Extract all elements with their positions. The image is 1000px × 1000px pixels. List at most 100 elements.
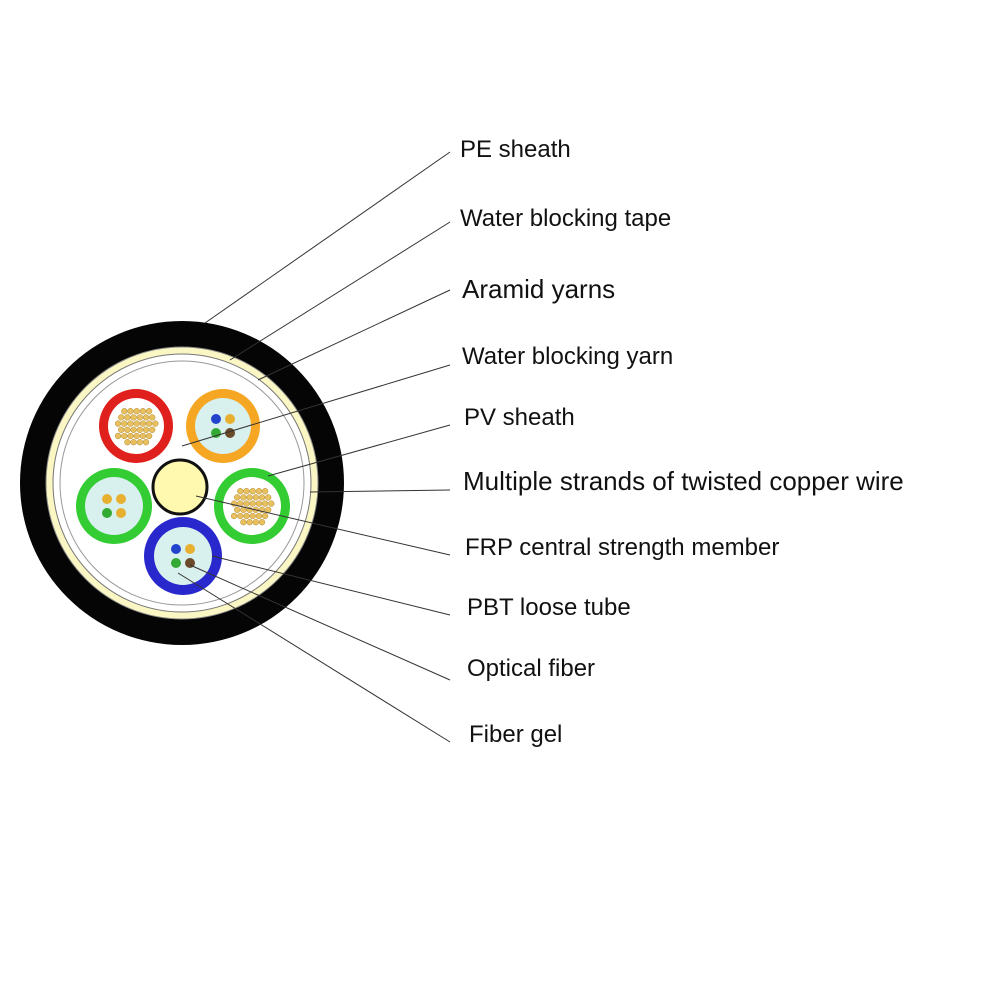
fiber-dot <box>116 494 126 504</box>
copper-strands <box>230 488 275 526</box>
copper-strand <box>142 414 150 421</box>
copper-strand <box>133 432 140 440</box>
leader-line-pbt-loose-tube <box>211 555 451 616</box>
copper-strand <box>243 512 250 520</box>
copper-strand <box>252 519 259 526</box>
fiber-dot <box>116 508 126 518</box>
leader-line-pv-sheath <box>267 424 451 477</box>
copper-strand <box>249 512 256 520</box>
leader-lines <box>177 151 451 743</box>
fiber-dot <box>102 494 112 504</box>
leader-line-fiber-gel <box>177 572 451 743</box>
copper-strand <box>234 506 241 513</box>
fiber-dot <box>102 508 112 518</box>
label-optical-fiber: Optical fiber <box>467 655 595 682</box>
leader-line-pe-sheath <box>204 151 451 324</box>
copper-strand <box>243 500 250 507</box>
copper-strand <box>268 500 275 507</box>
copper-strand <box>136 414 143 421</box>
fiber-dot <box>211 428 221 438</box>
label-frp-member: FRP central strength member <box>465 534 779 561</box>
fiber-dot <box>211 414 221 424</box>
copper-strand <box>240 519 247 526</box>
copper-strand <box>127 432 134 440</box>
label-water-blocking-tape: Water blocking tape <box>460 205 671 232</box>
copper-strand <box>124 414 131 421</box>
copper-strand <box>133 420 140 427</box>
copper-strand <box>118 414 125 421</box>
copper-strand <box>121 408 128 415</box>
labels: PE sheath Water blocking tape Aramid yar… <box>460 136 904 748</box>
copper-strand <box>237 488 244 495</box>
copper-strand <box>265 494 272 501</box>
copper-strand <box>255 500 263 507</box>
copper-strand <box>139 408 147 415</box>
label-water-blocking-yarn: Water blocking yarn <box>462 343 673 370</box>
label-fiber-gel: Fiber gel <box>469 721 562 748</box>
copper-strand <box>145 432 153 440</box>
copper-strand <box>261 500 269 507</box>
copper-strand <box>255 512 263 520</box>
fiber-dot <box>185 558 195 568</box>
frp-central-member <box>151 458 209 516</box>
copper-strand <box>118 426 125 433</box>
copper-strand <box>121 420 128 427</box>
copper-strand <box>261 488 269 495</box>
copper-strand <box>136 439 143 446</box>
copper-strand <box>133 408 140 415</box>
copper-strand <box>124 439 131 446</box>
copper-strand <box>258 494 266 501</box>
fiber-dot <box>185 544 195 554</box>
copper-strand <box>240 494 247 501</box>
copper-strand <box>130 439 137 446</box>
copper-strand <box>139 420 147 427</box>
copper-strand <box>258 519 266 526</box>
label-aramid-yarns: Aramid yarns <box>462 274 615 304</box>
leader-line-copper-wire <box>309 489 451 493</box>
fiber-dot <box>225 414 235 424</box>
copper-strand <box>249 500 256 507</box>
copper-strand <box>145 420 153 427</box>
copper-strand <box>246 494 253 501</box>
copper-strand <box>149 426 156 433</box>
fiber-tube-orange <box>186 389 260 463</box>
leader-line-water-blocking-yarn <box>181 364 451 447</box>
copper-strand <box>127 408 134 415</box>
leader-line-optical-fiber <box>189 564 451 681</box>
copper-strand <box>142 426 150 433</box>
copper-strand <box>142 439 150 446</box>
copper-strand <box>127 420 134 427</box>
copper-strands <box>114 408 159 446</box>
fiber-tube-blue <box>144 517 222 595</box>
copper-strand <box>243 488 250 495</box>
copper-tube-green-right <box>214 468 290 544</box>
copper-strand <box>130 426 137 433</box>
label-copper-wire: Multiple strands of twisted copper wire <box>463 466 904 496</box>
leader-line-frp-member <box>195 495 451 556</box>
fiber-dot <box>171 558 181 568</box>
copper-strand <box>139 432 147 440</box>
copper-tube-red <box>99 389 173 463</box>
copper-strand <box>124 426 131 433</box>
copper-strand <box>255 488 263 495</box>
label-pe-sheath: PE sheath <box>460 136 571 163</box>
copper-strand <box>246 519 253 526</box>
leader-line-water-blocking-tape <box>229 221 451 361</box>
fiber-tube-green-left <box>76 468 152 544</box>
cable-cross-section <box>20 321 344 645</box>
copper-strand <box>234 494 241 501</box>
copper-strand <box>230 512 238 520</box>
copper-strand <box>237 512 244 520</box>
copper-strand <box>149 414 156 421</box>
copper-strand <box>249 488 256 495</box>
copper-strand <box>145 408 153 415</box>
copper-strand <box>121 432 128 440</box>
copper-strand <box>152 420 159 427</box>
copper-strand <box>136 426 143 433</box>
copper-strand <box>114 432 122 440</box>
copper-strand <box>130 414 137 421</box>
leader-line-aramid-yarns <box>257 289 451 381</box>
copper-strand <box>252 494 259 501</box>
copper-strand <box>261 512 269 520</box>
